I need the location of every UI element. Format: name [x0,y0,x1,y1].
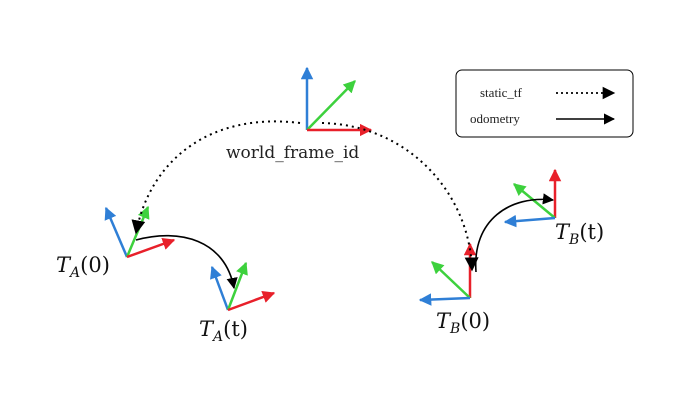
TAt-y-axis [226,261,248,311]
frame-TA0-arg: (0) [80,253,110,277]
frame-TAt-arg: (t) [223,317,248,341]
legend-label-odometry: odometry [470,111,520,126]
TA0-x-axis [126,237,176,259]
frame-TAt-base: T [199,317,215,341]
static-tf-edge-world-TB0 [321,122,479,272]
frame-label-TA0: TA(0) [56,253,110,281]
frame-TB0-arg: (0) [460,309,490,333]
TA0-z-axis [104,206,129,258]
world-y-axis [306,80,356,131]
odometry-edge-TA0-TAt [135,234,238,290]
frame-TA0-base: T [56,253,72,277]
TB0-z-axis [418,293,471,306]
frame-TA0-sub: A [68,265,80,281]
frame-TB0-axes [418,242,477,306]
frame-TBt-arg: (t) [579,220,604,244]
world-frame-label: world_frame_id [226,143,359,163]
frame-TB0-sub: B [449,321,460,337]
frame-label-TBt: TB(t) [555,220,604,248]
static-tf-edge-world-TA0 [131,120,301,235]
frame-TBt-axes [503,168,562,228]
frame-label-TB0: TB(0) [436,309,490,337]
TAt-x-axis [227,291,276,312]
frame-TBt-base: T [555,220,571,244]
legend-box [455,69,634,138]
TBt-z-axis [503,214,556,228]
odometry-edge-TB0-TBt [475,193,555,273]
TBt-y-axis [513,183,556,219]
legend: static_tf odometry [455,69,634,138]
frame-TAt-sub: A [211,329,223,345]
frame-TBt-sub: B [568,232,579,248]
frame-label-TAt: TA(t) [199,317,248,345]
frame-TB0-base: T [436,309,452,333]
TAt-z-axis [210,265,230,311]
frame-TAt-axes [210,261,276,312]
world-frame-axes [300,66,373,137]
frame-TA0-axes [104,205,176,259]
legend-label-static-tf: static_tf [480,85,523,100]
TB0-y-axis [431,261,471,299]
